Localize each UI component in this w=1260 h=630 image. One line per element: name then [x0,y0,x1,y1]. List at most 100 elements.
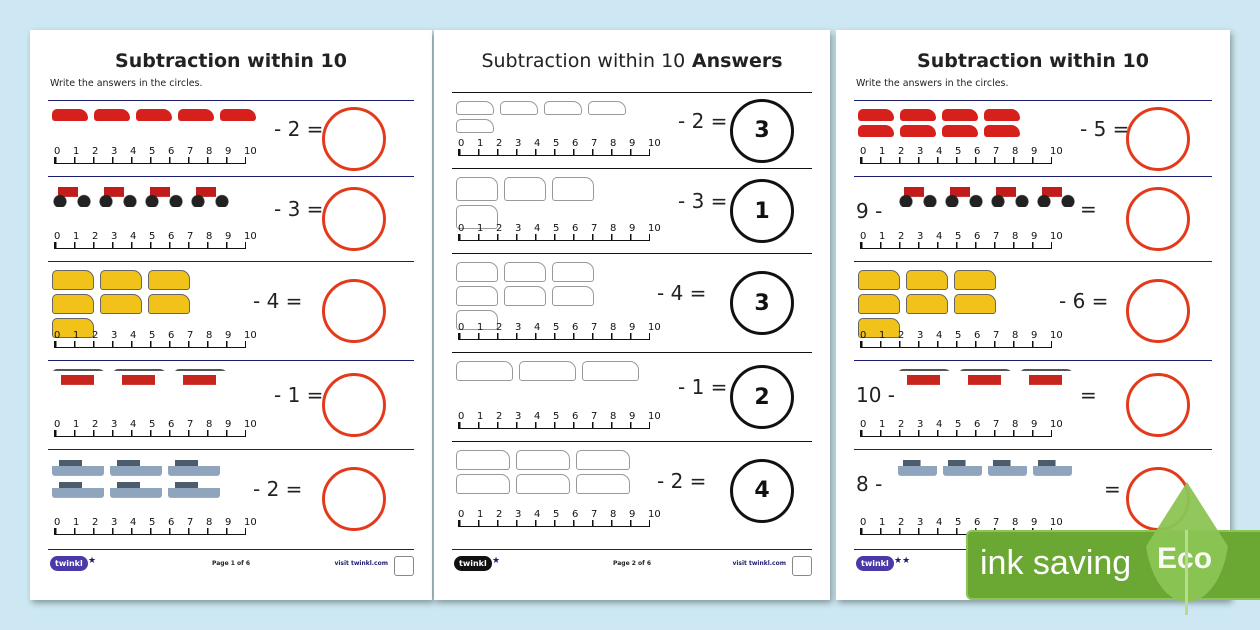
level-stars: ★★ [894,556,911,566]
van-icon [552,262,594,282]
question-expression: - 4 = [657,281,707,305]
car-icon [136,109,172,121]
bike-icon [552,177,594,201]
number-label: 4 [936,231,943,242]
boat-icon [456,474,510,494]
vehicle-group [52,458,226,498]
number-label: 0 [860,330,867,341]
heli-icon [113,369,168,387]
bike-icon [144,185,184,207]
number-label: 0 [458,322,465,333]
bike-icon [1036,185,1076,207]
van-icon [906,270,948,290]
number-label: 10 [1050,146,1063,157]
boat-icon [1033,458,1072,476]
answer-circle [1126,279,1190,343]
number-label: 7 [993,517,1000,528]
number-label: 0 [54,419,61,430]
number-label: 1 [879,419,886,430]
number-label: 9 [1031,146,1038,157]
number-label: 2 [898,231,905,242]
car-icon [984,109,1020,121]
twinkl-logo: twinkl [454,556,492,571]
answer-circle [322,187,386,251]
number-line-ruler [54,341,246,348]
vehicle-group [456,101,666,133]
question-expression: - 2 = [657,468,707,493]
number-line-ruler [860,430,1052,437]
vehicle-group [52,369,238,387]
number-label: 6 [572,322,579,333]
number-label: 9 [629,138,636,149]
van-icon [552,286,594,306]
question-expression: - 3 = [274,197,324,221]
number-label: 1 [477,509,484,520]
van-icon [456,262,498,282]
leaf-stem [1185,530,1188,615]
number-label: 2 [898,517,905,528]
page-title: Subtraction within 10 [836,50,1230,72]
page-title: Subtraction within 10 [30,50,432,72]
boat-icon [943,458,982,476]
quality-badge-icon [394,556,414,576]
number-label: 5 [553,509,560,520]
van-icon [148,270,190,290]
answer-circle [1126,106,1190,171]
boat-icon [52,480,104,498]
boat-icon [168,480,220,498]
vehicle-group [456,177,640,229]
number-line-ruler [458,422,650,429]
number-label: 5 [553,411,560,422]
ink-saving-text: ink saving [980,544,1132,582]
question-expression: - 6 = [1059,289,1109,313]
number-line-ruler [860,157,1052,164]
number-label: 3 [111,146,118,157]
number-label: 4 [936,330,943,341]
number-label: 4 [534,322,541,333]
car-icon [456,119,494,133]
number-label: 4 [936,419,943,430]
number-label: 2 [898,330,905,341]
heli-icon [519,361,576,381]
level-stars: ★ [88,556,97,566]
number-label: 2 [496,138,503,149]
number-label: 9 [629,411,636,422]
number-label: 8 [1012,517,1019,528]
bike-icon [52,185,92,207]
number-label: 3 [917,517,924,528]
boat-icon [898,458,937,476]
number-label: 9 [225,517,232,528]
number-label: 0 [54,330,61,341]
number-label: 5 [955,517,962,528]
number-label: 5 [553,322,560,333]
title-answers: Answers [691,50,783,72]
number-label: 3 [515,411,522,422]
number-label: 8 [206,517,213,528]
number-label: 5 [553,223,560,234]
number-label: 7 [591,411,598,422]
number-label: 4 [130,330,137,341]
number-label: 9 [629,322,636,333]
number-label: 4 [534,509,541,520]
number-label: 2 [496,411,503,422]
number-label: 5 [955,419,962,430]
number-label: 6 [168,517,175,528]
car-icon [900,125,936,137]
number-label: 2 [92,231,99,242]
answer-circle [322,106,386,171]
number-label: 6 [974,146,981,157]
number-label: 6 [572,411,579,422]
